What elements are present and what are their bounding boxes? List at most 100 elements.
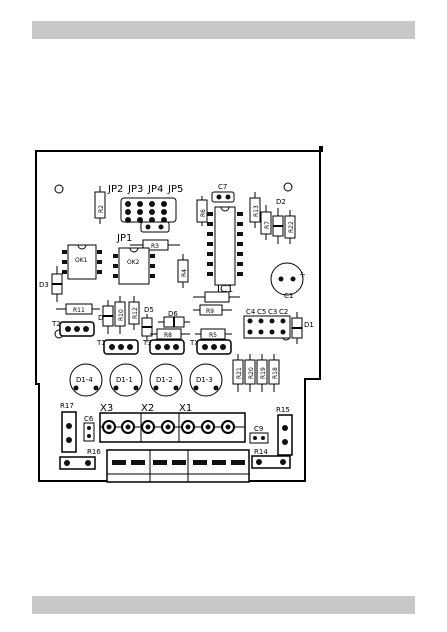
resistor-r12: R12 bbox=[128, 296, 140, 330]
capacitor-c6: C6 bbox=[83, 415, 95, 442]
svg-text:R22: R22 bbox=[288, 221, 295, 233]
x1-label: X1 bbox=[179, 403, 192, 414]
svg-text:D1-2: D1-2 bbox=[156, 376, 173, 384]
board-outline bbox=[35, 146, 323, 482]
svg-text:OK1: OK1 bbox=[75, 257, 88, 264]
capacitor-row: C4 C5 C3 C2 bbox=[243, 308, 291, 339]
capacitor-c7: C7 bbox=[211, 183, 235, 203]
connector-t2: T2 bbox=[51, 320, 95, 337]
diode-d2: D2 bbox=[272, 198, 286, 244]
svg-text:T2: T2 bbox=[51, 320, 61, 328]
resistor-r6: R6 bbox=[196, 196, 208, 226]
resistor-r8: R8 bbox=[150, 328, 190, 340]
svg-text:R21: R21 bbox=[236, 367, 243, 379]
jp2-label: JP2 bbox=[107, 184, 123, 195]
svg-text:R18: R18 bbox=[272, 367, 279, 379]
diode-d5: D5 bbox=[141, 306, 154, 342]
svg-text:D1-1: D1-1 bbox=[116, 376, 133, 384]
svg-text:R15: R15 bbox=[276, 406, 290, 414]
svg-text:R14: R14 bbox=[254, 448, 268, 456]
jp4-label: JP4 bbox=[147, 184, 163, 195]
resistor-r17: R17 bbox=[60, 402, 77, 453]
svg-text:R9: R9 bbox=[206, 308, 214, 315]
svg-text:R4: R4 bbox=[181, 269, 188, 277]
svg-text:D5: D5 bbox=[144, 306, 154, 314]
led-d1-3: D1-3 bbox=[189, 363, 223, 397]
svg-text:C2: C2 bbox=[279, 308, 288, 316]
x3-label: X3 bbox=[100, 403, 113, 414]
svg-text:R3: R3 bbox=[151, 243, 159, 250]
svg-text:D1-4: D1-4 bbox=[76, 376, 93, 384]
resistor-r10: R10 bbox=[114, 296, 126, 334]
resistor-r22: R22 bbox=[284, 210, 296, 244]
svg-text:D3: D3 bbox=[39, 281, 49, 289]
resistor-r21: R21 bbox=[232, 354, 244, 392]
capacitor-c1: + C1 bbox=[270, 262, 306, 300]
svg-text:T3: T3 bbox=[142, 339, 152, 347]
led-d1-2: D1-2 bbox=[149, 363, 183, 397]
svg-text:R17: R17 bbox=[60, 402, 74, 410]
transistor-tx: TX bbox=[189, 339, 232, 355]
svg-text:+: + bbox=[299, 270, 306, 279]
resistor-r3: R3 bbox=[130, 239, 180, 251]
resistor-r19: R19 bbox=[256, 354, 268, 392]
resistor-r5: R5 bbox=[195, 328, 232, 340]
svg-text:R6: R6 bbox=[200, 209, 207, 217]
jp5-label: JP5 bbox=[167, 184, 183, 195]
terminal-block-bottom bbox=[106, 449, 250, 483]
svg-text:OK2: OK2 bbox=[127, 259, 140, 266]
svg-text:T1: T1 bbox=[96, 339, 106, 347]
svg-text:R13: R13 bbox=[253, 205, 260, 217]
x2-label: X2 bbox=[141, 403, 154, 414]
resistor-r15: R15 bbox=[276, 406, 293, 456]
svg-text:R12: R12 bbox=[132, 307, 139, 319]
svg-text:C4: C4 bbox=[246, 308, 256, 316]
resistor-r9: R9 bbox=[193, 304, 232, 316]
svg-text:C6: C6 bbox=[84, 415, 94, 423]
resistor-r7: R7 bbox=[260, 205, 272, 240]
jp3-label: JP3 bbox=[127, 184, 143, 195]
led-d1-1: D1-1 bbox=[109, 363, 143, 397]
svg-text:D1: D1 bbox=[304, 321, 314, 329]
svg-text:R11: R11 bbox=[73, 307, 85, 314]
capacitor-c9: C9 bbox=[249, 425, 269, 444]
svg-text:R20: R20 bbox=[248, 367, 255, 379]
resistor-r18: R18 bbox=[268, 354, 280, 392]
resistor-r4: R4 bbox=[177, 254, 189, 288]
led-d1-4: D1-4 bbox=[69, 363, 103, 397]
svg-text:R8: R8 bbox=[164, 332, 172, 339]
svg-text:IC1: IC1 bbox=[217, 284, 233, 295]
svg-text:R7: R7 bbox=[264, 221, 271, 229]
ic1: IC1 bbox=[207, 206, 243, 295]
resistor-r16: R16 bbox=[59, 448, 101, 470]
svg-text:R16: R16 bbox=[87, 448, 101, 456]
svg-text:R19: R19 bbox=[260, 367, 267, 379]
svg-text:C5: C5 bbox=[257, 308, 266, 316]
svg-text:C9: C9 bbox=[254, 425, 263, 433]
transistor-t1: T1 bbox=[96, 339, 139, 355]
resistor-r11: R11 bbox=[56, 303, 100, 315]
diode-d3: D3 bbox=[39, 266, 63, 302]
svg-text:C3: C3 bbox=[268, 308, 277, 316]
svg-text:TX: TX bbox=[189, 339, 199, 347]
terminal-block-top bbox=[99, 412, 246, 443]
svg-text:D1-3: D1-3 bbox=[196, 376, 213, 384]
svg-text:D6: D6 bbox=[168, 310, 178, 318]
optocoupler-ok1: OK1 bbox=[62, 244, 102, 280]
diode-d6: D6 bbox=[158, 310, 190, 328]
resistor-r13: R13 bbox=[249, 192, 261, 228]
svg-text:R10: R10 bbox=[118, 309, 125, 321]
resistor-r2: R2 bbox=[94, 186, 106, 224]
diode-d4: D4 bbox=[98, 300, 114, 334]
header-bar bbox=[32, 21, 415, 39]
resistor-r1 bbox=[193, 291, 240, 303]
svg-text:D2: D2 bbox=[276, 198, 286, 206]
jumper-block: JP2 JP3 JP4 JP5 bbox=[107, 184, 183, 233]
diode-d1: D1 bbox=[291, 312, 314, 344]
svg-text:R2: R2 bbox=[98, 205, 105, 213]
transistor-t3: T3 bbox=[142, 339, 185, 355]
svg-text:R5: R5 bbox=[209, 332, 217, 339]
jp1-label: JP1 bbox=[116, 233, 132, 244]
resistor-r20: R20 bbox=[244, 354, 256, 392]
